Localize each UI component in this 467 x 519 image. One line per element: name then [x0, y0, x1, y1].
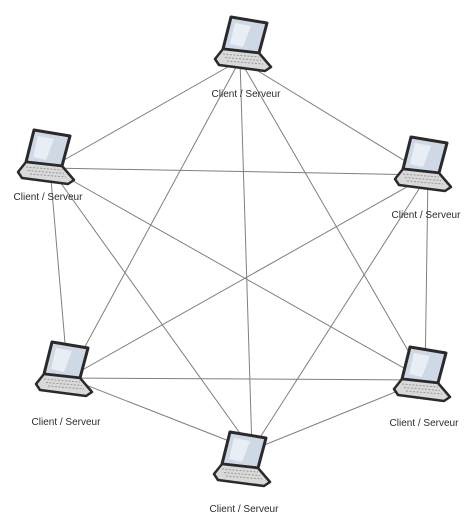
- laptop-icon: [212, 430, 272, 488]
- node-top: Client / Serveur: [212, 15, 282, 100]
- link-upper-left-upper-right: [49, 167, 429, 176]
- link-upper-right-lower-right: [424, 174, 429, 381]
- link-lower-left-lower-right: [67, 377, 426, 381]
- link-upper-left-lower-right: [49, 167, 426, 381]
- node-label: Client / Serveur: [210, 504, 280, 515]
- link-top-upper-right: [239, 59, 429, 176]
- link-upper-right-bottom: [251, 174, 429, 451]
- node-label: Client / Serveur: [392, 210, 462, 221]
- link-top-lower-left: [67, 59, 241, 379]
- laptop-icon: [34, 340, 94, 398]
- node-label: Client / Serveur: [212, 89, 282, 100]
- node-label: Client / Serveur: [390, 418, 460, 429]
- node-lower-left: Client / Serveur: [32, 340, 102, 428]
- link-upper-left-bottom: [49, 167, 253, 451]
- node-lower-right: Client / Serveur: [390, 345, 460, 429]
- laptop-icon: [16, 128, 76, 186]
- link-top-bottom: [239, 59, 253, 451]
- network-links: [49, 59, 429, 451]
- link-top-upper-left: [49, 59, 241, 169]
- laptop-icon: [213, 15, 273, 73]
- node-upper-right: Client / Serveur: [392, 135, 462, 221]
- laptop-icon: [392, 345, 452, 403]
- node-label: Client / Serveur: [14, 192, 84, 203]
- node-upper-left: Client / Serveur: [14, 128, 84, 203]
- link-top-lower-right: [239, 59, 426, 381]
- link-upper-right-lower-left: [67, 174, 429, 379]
- node-bottom: Client / Serveur: [210, 430, 280, 515]
- laptop-icon: [393, 135, 453, 193]
- link-lower-left-bottom: [67, 377, 253, 451]
- node-label: Client / Serveur: [32, 417, 102, 428]
